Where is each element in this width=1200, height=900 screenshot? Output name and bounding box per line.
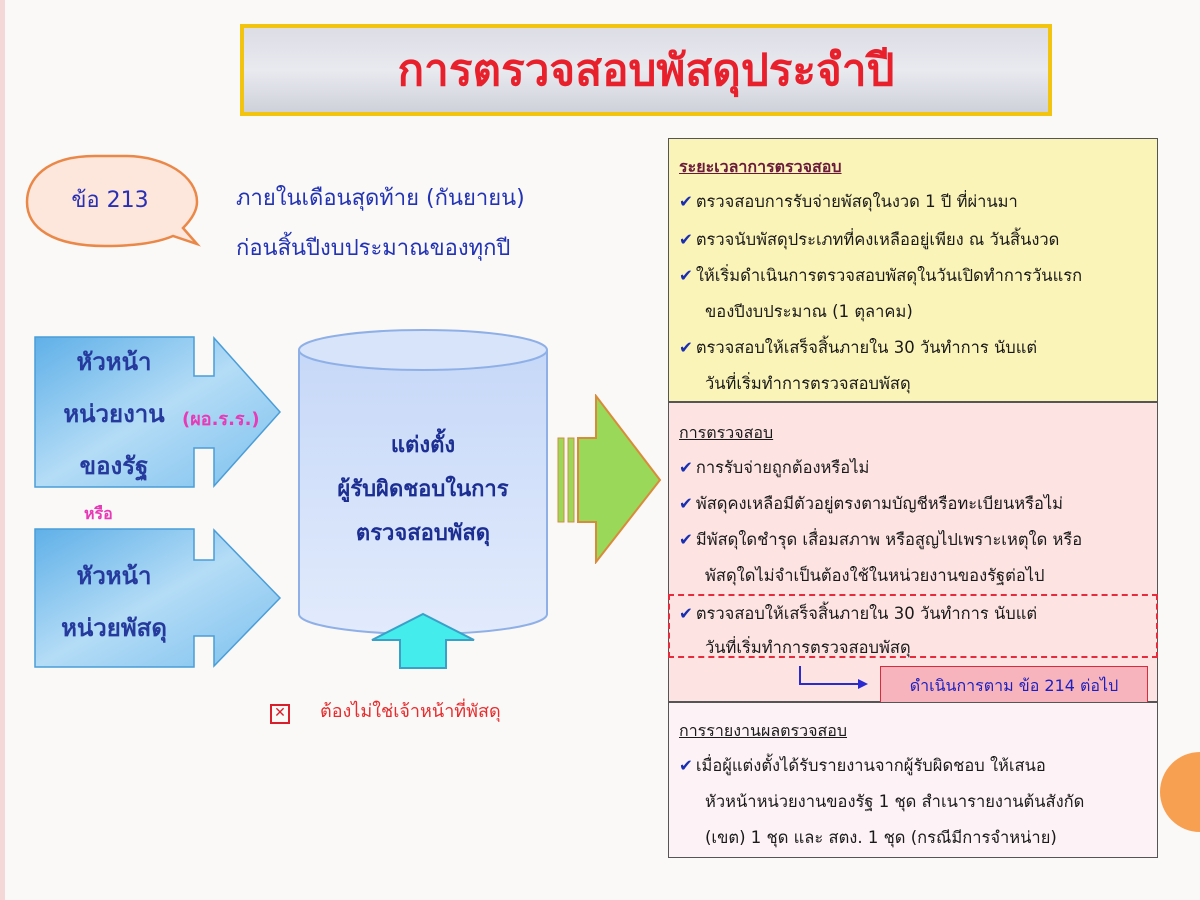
- director-tag: (ผอ.ร.ร.): [182, 409, 260, 430]
- check-item-4-cont: วันที่เริ่มทำการตรวจสอบพัสดุ: [705, 638, 911, 657]
- clause-line-2: ก่อนสิ้นปีงบประมาณของทุกปี: [236, 236, 511, 261]
- check-item-3-cont: พัสดุใดไม่จำเป็นต้องใช้ในหน่วยงานของรัฐต…: [705, 566, 1045, 585]
- timing-item-3: ให้เริ่มดำเนินการตรวจสอบพัสดุในวันเปิดทำ…: [695, 266, 1083, 285]
- check-item-3: มีพัสดุใดชำรุด เสื่อมสภาพ หรือสูญไปเพราะ…: [695, 530, 1083, 549]
- page-title: การตรวจสอบพัสดุประจำปี: [397, 45, 895, 96]
- appoint-line-3: ตรวจสอบพัสดุ: [355, 521, 491, 546]
- up-arrow: [371, 612, 475, 669]
- action-box: ดำเนินการตาม ข้อ 214 ต่อไป: [880, 666, 1148, 706]
- report-item-1: เมื่อผู้แต่งตั้งได้รับรายงานจากผู้รับผิด…: [695, 756, 1046, 775]
- clause-bubble: [25, 154, 201, 248]
- head-agency-line-3: ของรัฐ: [79, 452, 149, 480]
- head-supplies-line-1: หัวหน้า: [76, 562, 152, 590]
- check-heading: การตรวจสอบ: [679, 423, 774, 442]
- report-heading: การรายงานผลตรวจสอบ: [679, 721, 848, 740]
- head-agency-line-2: หน่วยงาน: [63, 400, 165, 428]
- timing-item-2: ตรวจนับพัสดุประเภทที่คงเหลืออยู่เพียง ณ …: [695, 230, 1060, 249]
- bent-arrow-icon: [799, 666, 868, 689]
- cross-box-icon: ✕: [270, 704, 290, 724]
- check-icon: ✔: [679, 530, 693, 549]
- timing-item-3-cont: ของปีงบประมาณ (1 ตุลาคม): [705, 302, 913, 321]
- report-item-1-cont-2: (เขต) 1 ชุด และ สตง. 1 ชุด (กรณีมีการจำห…: [705, 828, 1057, 847]
- check-item-4: ตรวจสอบให้เสร็จสิ้นภายใน 30 วันทำการ นับ…: [695, 604, 1038, 623]
- check-icon: ✔: [679, 266, 693, 285]
- title-banner: การตรวจสอบพัสดุประจำปี: [240, 24, 1052, 116]
- head-agency-line-1: หัวหน้า: [76, 348, 152, 376]
- timing-item-4-cont: วันที่เริ่มทำการตรวจสอบพัสดุ: [705, 374, 911, 393]
- head-supplies-line-2: หน่วยพัสดุ: [61, 614, 167, 642]
- timing-item-4: ตรวจสอบให้เสร็จสิ้นภายใน 30 วันทำการ นับ…: [695, 338, 1038, 357]
- left-accent-bar: [0, 0, 5, 900]
- clause-line-1: ภายในเดือนสุดท้าย (กันยายน): [236, 186, 525, 211]
- report-panel: การรายงานผลตรวจสอบ ✔เมื่อผู้แต่งตั้งได้ร…: [668, 702, 1158, 858]
- highlight-dashed-box: [668, 594, 1158, 658]
- arrow-head-of-supplies: [34, 528, 282, 668]
- report-item-1-cont-1: หัวหน้าหน่วยงานของรัฐ 1 ชุด สำเนารายงานต…: [705, 792, 1085, 811]
- timing-heading: ระยะเวลาการตรวจสอบ: [679, 157, 842, 176]
- timing-item-1: ตรวจสอบการรับจ่ายพัสดุในงวด 1 ปี ที่ผ่าน…: [695, 192, 1018, 211]
- check-panel: การตรวจสอบ ✔การรับจ่ายถูกต้องหรือไม่ ✔พั…: [668, 402, 1158, 702]
- check-icon: ✔: [679, 230, 693, 249]
- check-icon: ✔: [679, 604, 693, 623]
- check-icon: ✔: [679, 338, 693, 357]
- note-text: ต้องไม่ใช่เจ้าหน้าที่พัสดุ: [320, 701, 501, 722]
- check-item-2: พัสดุคงเหลือมีตัวอยู่ตรงตามบัญชีหรือทะเบ…: [695, 494, 1064, 513]
- check-icon: ✔: [679, 192, 693, 211]
- check-icon: ✔: [679, 458, 693, 477]
- clause-label: ข้อ 213: [71, 188, 149, 213]
- appoint-line-2: ผู้รับผิดชอบในการ: [337, 477, 509, 502]
- decorative-circle: [1160, 752, 1200, 832]
- appoint-line-1: แต่งตั้ง: [390, 433, 456, 458]
- arrow-head-of-agency: [34, 336, 282, 488]
- check-icon: ✔: [679, 494, 693, 513]
- check-item-1: การรับจ่ายถูกต้องหรือไม่: [695, 458, 870, 477]
- or-label: หรือ: [84, 504, 113, 523]
- check-icon: ✔: [679, 756, 693, 775]
- timing-panel: ระยะเวลาการตรวจสอบ ✔ตรวจสอบการรับจ่ายพัส…: [668, 138, 1158, 402]
- arrow-to-panels: [557, 394, 662, 564]
